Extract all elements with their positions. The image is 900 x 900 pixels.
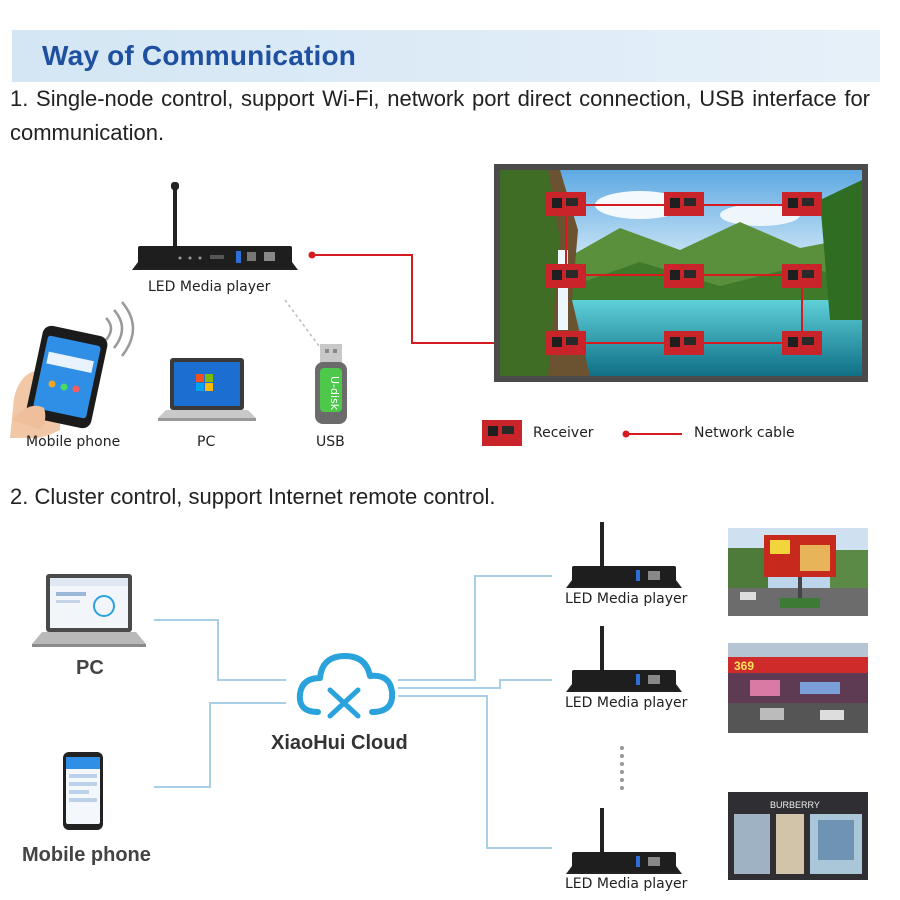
legend-receiver-icon	[482, 420, 522, 446]
media-player-icon	[566, 522, 682, 588]
legend-cable-icon	[622, 430, 682, 438]
receiver-card-icon	[546, 331, 586, 355]
media-player-label: LED Media player	[565, 695, 688, 711]
section2-description: 2. Cluster control, support Internet rem…	[10, 484, 496, 509]
more-players-dots	[620, 746, 624, 790]
receiver-card-icon	[664, 264, 704, 288]
media-player-icon	[566, 626, 682, 692]
receiver-card-icon	[782, 331, 822, 355]
media-player-icon	[566, 808, 682, 874]
network-cable	[312, 254, 546, 344]
smartphone-icon	[63, 752, 103, 830]
title-banner: Way of Communication	[12, 30, 880, 82]
receiver-card-icon	[782, 192, 822, 216]
legend-cable-label: Network cable	[694, 425, 795, 441]
device-label-mobile: Mobile phone	[26, 434, 121, 450]
wifi-signal-icon	[105, 301, 135, 357]
media-player-icon	[132, 182, 298, 270]
storefront-screen-photo: 369	[728, 643, 868, 733]
retail-sign-text: BURBERRY	[770, 800, 820, 810]
storefront-sign-text: 369	[734, 659, 754, 673]
section1-description: 1. Single-node control, support Wi-Fi, n…	[10, 86, 870, 145]
laptop-icon	[32, 574, 146, 647]
media-player-label: LED Media player	[148, 279, 271, 295]
media-player-label: LED Media player	[565, 876, 688, 892]
device-label-usb: USB	[316, 434, 345, 450]
device-label-mobile: Mobile phone	[22, 844, 151, 866]
cloud-icon	[296, 653, 396, 719]
device-label-pc: PC	[76, 657, 104, 679]
receiver-card-grid	[546, 192, 822, 355]
receiver-card-icon	[664, 331, 704, 355]
outdoor-screen-photo	[728, 528, 868, 616]
page-title: Way of Communication	[42, 40, 357, 71]
receiver-card-icon	[782, 264, 822, 288]
receiver-card-icon	[546, 264, 586, 288]
laptop-icon	[158, 358, 256, 421]
receiver-card-icon	[664, 192, 704, 216]
device-label-pc: PC	[197, 434, 216, 450]
cloud-connectors	[154, 575, 552, 849]
legend-receiver-label: Receiver	[533, 425, 594, 441]
hand-phone-icon	[10, 325, 108, 439]
usb-label-text: U-disk	[328, 376, 341, 411]
cloud-label: XiaoHui Cloud	[271, 732, 408, 754]
usb-drive-icon: U-disk	[315, 344, 347, 424]
retail-screen-photo: BURBERRY	[728, 792, 868, 880]
media-player-label: LED Media player	[565, 591, 688, 607]
receiver-card-icon	[546, 192, 586, 216]
